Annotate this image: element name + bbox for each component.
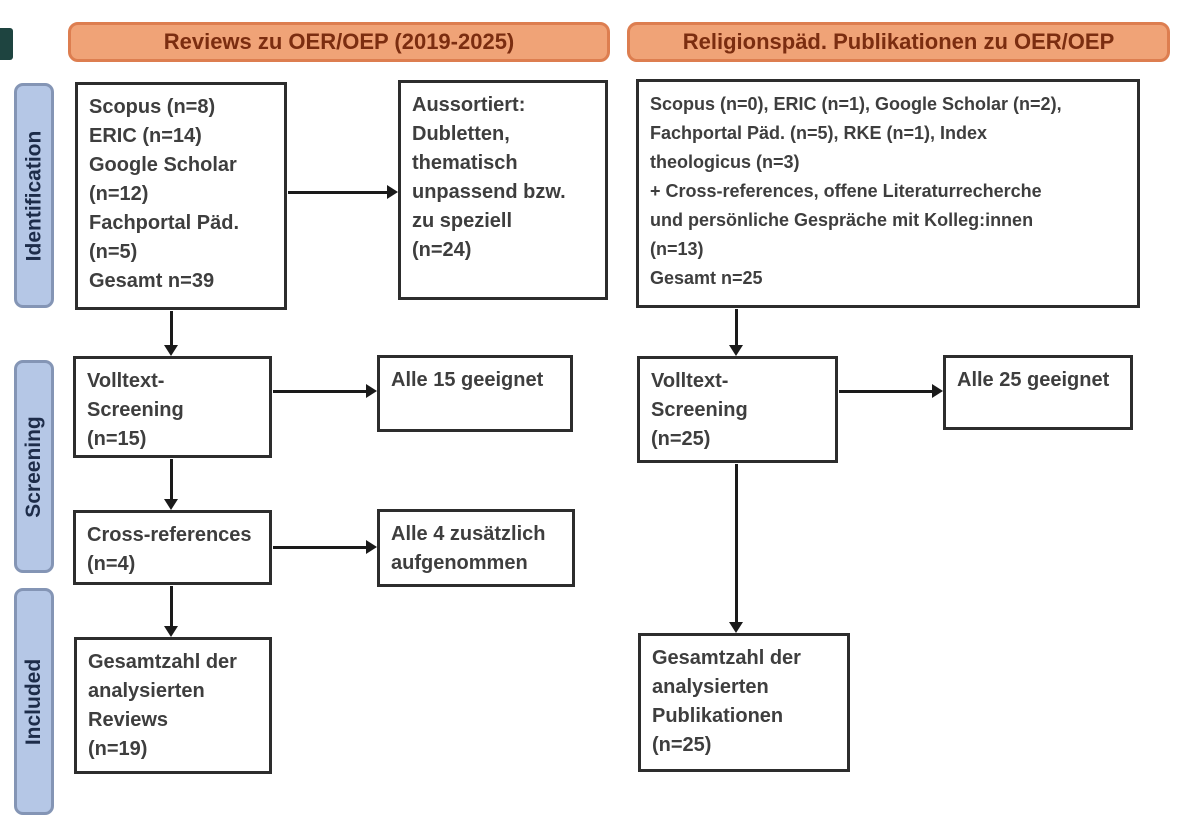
- arrow-down-screening-to-included-right: [729, 464, 743, 633]
- box-fulltext-screening-reviews: Volltext- Screening (n=15): [73, 356, 272, 458]
- arrow-down-crossref-to-included-left: [164, 586, 178, 637]
- column-header-reviews: Reviews zu OER/OEP (2019-2025): [68, 22, 610, 62]
- box-cross-references-result: Alle 4 zusätzlich aufgenommen: [377, 509, 575, 587]
- box-total-analyzed-reviews: Gesamtzahl der analysierten Reviews (n=1…: [74, 637, 272, 774]
- box-screening-result-reviews: Alle 15 geeignet: [377, 355, 573, 432]
- box-total-analyzed-publications: Gesamtzahl der analysierten Publikatione…: [638, 633, 850, 772]
- box-sources-publications: Scopus (n=0), ERIC (n=1), Google Scholar…: [636, 79, 1140, 308]
- arrow-right-screening-to-result-right: [839, 384, 943, 398]
- phase-label-included: Included: [14, 588, 54, 815]
- phase-label-identification: Identification: [14, 83, 54, 308]
- box-fulltext-screening-publications: Volltext- Screening (n=25): [637, 356, 838, 463]
- box-excluded-reviews: Aussortiert: Dubletten, thematisch unpas…: [398, 80, 608, 300]
- column-header-religionspaed-publications: Religionspäd. Publikationen zu OER/OEP: [627, 22, 1170, 62]
- phase-label-screening-text: Screening: [22, 415, 46, 518]
- arrow-down-sources-to-screening-right: [729, 309, 743, 356]
- box-sources-reviews: Scopus (n=8) ERIC (n=14) Google Scholar …: [75, 82, 287, 310]
- phase-label-identification-text: Identification: [22, 130, 46, 261]
- phase-label-included-text: Included: [22, 658, 45, 745]
- arrow-right-sources-to-excluded-left: [288, 185, 398, 199]
- box-screening-result-publications: Alle 25 geeignet: [943, 355, 1133, 430]
- arrow-down-screening-to-crossref-left: [164, 459, 178, 510]
- arrow-right-crossref-to-result-left: [273, 540, 377, 554]
- arrow-right-screening-to-result-left: [273, 384, 377, 398]
- arrow-down-sources-to-screening-left: [164, 311, 178, 356]
- phase-label-screening: Screening: [14, 360, 54, 573]
- box-cross-references: Cross-references (n=4): [73, 510, 272, 585]
- clipped-edge-icon: [0, 28, 13, 60]
